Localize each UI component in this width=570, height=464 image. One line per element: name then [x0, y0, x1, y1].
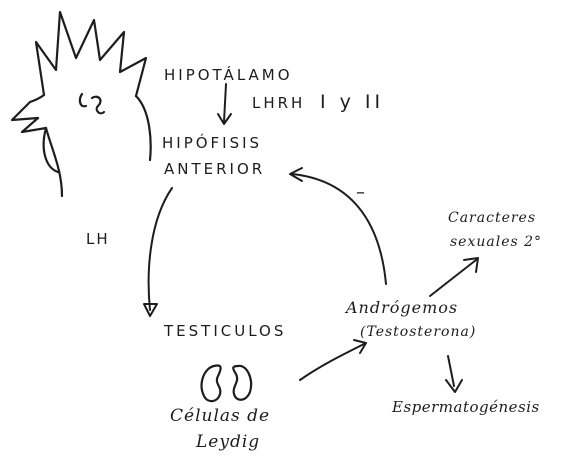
label-spermatogenesis: Espermatogénesis: [392, 398, 540, 416]
label-leydig-line1: Células de: [170, 406, 270, 426]
label-negative-feedback: –: [356, 182, 367, 203]
label-testes: TESTICULOS: [164, 322, 286, 340]
arrow-leydig-to-androgens: [300, 344, 364, 380]
arrow-feedback-to-pituitary: [292, 174, 386, 284]
label-pituitary-line1: HIPÓFISIS: [162, 134, 262, 152]
label-secondary-line2: sexuales 2°: [450, 234, 542, 250]
label-lhrh-numerals: I y II: [320, 91, 384, 113]
label-lh: LH: [86, 230, 110, 248]
label-pituitary-line2: ANTERIOR: [164, 160, 265, 178]
label-lhrh: LHRH: [252, 94, 305, 112]
rooster-head-icon: [12, 12, 151, 196]
label-androgens: Andrógemos: [346, 298, 458, 317]
label-testosterone: (Testosterona): [360, 324, 476, 340]
label-hypothalamus: HIPOTÁLAMO: [164, 66, 293, 84]
arrow-lh-to-testes: [149, 188, 172, 310]
arrow-androgens-to-spermatogenesis: [448, 356, 454, 386]
arrow-androgens-to-secondary: [430, 260, 476, 296]
leydig-cells-icon: [202, 365, 251, 401]
arrow-hypothalamus-to-pituitary: [224, 84, 226, 122]
label-leydig-line2: Leydig: [196, 432, 260, 452]
label-secondary-line1: Caracteres: [448, 210, 536, 226]
